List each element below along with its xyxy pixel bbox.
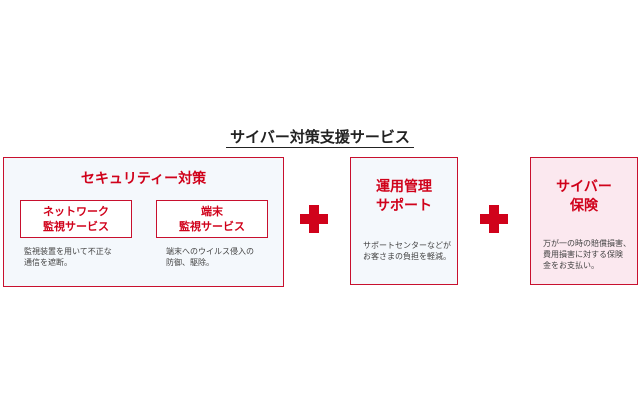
operation-support-description: サポートセンターなどが お客さまの負担を軽減。	[363, 240, 451, 262]
network-monitoring-desc-line1: 監視装置を用いて不正な	[24, 247, 112, 256]
cyber-insurance-desc-line2: 費用損害に対する保険	[543, 250, 623, 259]
cyber-insurance-description: 万が一の時の賠償損害、 費用損害に対する保険 金をお支払い。	[543, 238, 631, 271]
operation-support-heading: 運用管理 サポート	[351, 178, 457, 216]
cyber-insurance-title-line1: サイバー	[556, 179, 612, 195]
network-monitoring-title-line1: ネットワーク	[43, 205, 109, 218]
operation-support-title-line2: サポート	[376, 198, 432, 214]
cyber-insurance-desc-line3: 金をお支払い。	[543, 261, 599, 270]
cyber-insurance-heading: サイバー 保険	[531, 178, 637, 216]
network-monitoring-box: ネットワーク 監視サービス	[20, 200, 132, 238]
endpoint-monitoring-title-line1: 端末	[201, 205, 223, 218]
endpoint-monitoring-desc-line1: 端末へのウイルス侵入の	[166, 247, 254, 256]
plus-icon	[300, 205, 328, 233]
cyber-insurance-title-line2: 保険	[570, 198, 598, 214]
diagram-title-text: サイバー対策支援サービス	[226, 128, 414, 148]
plus-icon	[480, 205, 508, 233]
cyber-insurance-box: サイバー 保険 万が一の時の賠償損害、 費用損害に対する保険 金をお支払い。	[530, 157, 638, 285]
endpoint-monitoring-title-line2: 監視サービス	[179, 220, 245, 233]
endpoint-monitoring-box: 端末 監視サービス	[156, 200, 268, 238]
endpoint-monitoring-description: 端末へのウイルス侵入の 防御、駆除。	[166, 246, 254, 268]
security-measures-heading: セキュリティー対策	[80, 171, 207, 187]
endpoint-monitoring-desc-line2: 防御、駆除。	[166, 258, 214, 267]
security-measures-box: セキュリティー対策 ネットワーク 監視サービス 監視装置を用いて不正な 通信を遮…	[3, 157, 284, 287]
network-monitoring-desc-line2: 通信を遮断。	[24, 258, 72, 267]
operation-support-title-line1: 運用管理	[376, 179, 432, 195]
network-monitoring-description: 監視装置を用いて不正な 通信を遮断。	[24, 246, 112, 268]
network-monitoring-title-line2: 監視サービス	[43, 220, 109, 233]
diagram-title: サイバー対策支援サービス	[0, 126, 640, 148]
operation-support-box: 運用管理 サポート サポートセンターなどが お客さまの負担を軽減。	[350, 157, 458, 285]
cyber-insurance-desc-line1: 万が一の時の賠償損害、	[543, 239, 631, 248]
operation-support-desc-line2: お客さまの負担を軽減。	[363, 252, 451, 261]
operation-support-desc-line1: サポートセンターなどが	[363, 241, 451, 250]
